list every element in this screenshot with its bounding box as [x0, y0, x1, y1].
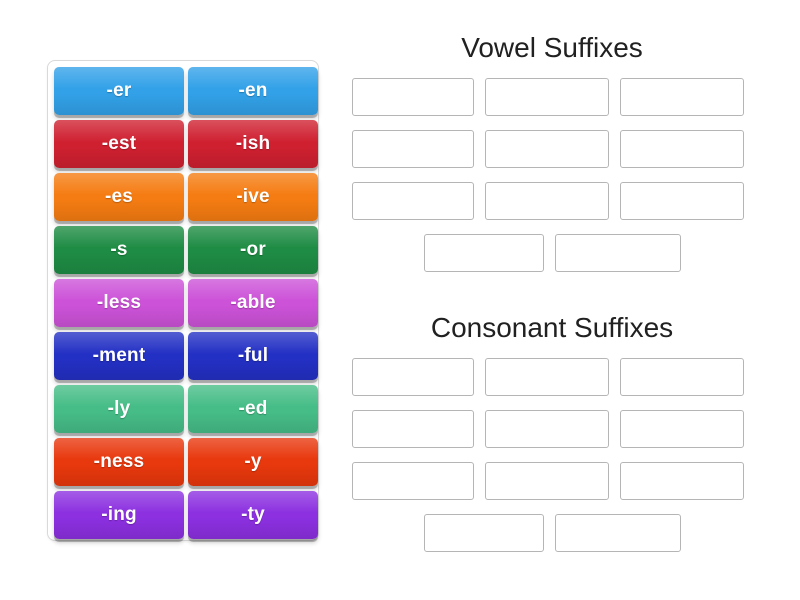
suffix-tile-ed[interactable]: -ed [188, 385, 318, 433]
suffix-tile-grid: -er -en -est -ish -es -ive -s -or -less -able -men… [54, 67, 318, 539]
drop-slot-vowel-1-2[interactable] [485, 78, 609, 117]
drop-slot-consonant-3-3[interactable] [620, 462, 744, 501]
drop-slot-vowel-4-2[interactable] [554, 234, 681, 273]
suffix-tile-en[interactable]: -en [188, 67, 318, 115]
drop-slot-consonant-1-1[interactable] [352, 358, 474, 397]
suffix-tile-label: -ing [101, 504, 137, 525]
drop-slot-vowel-2-1[interactable] [352, 130, 474, 169]
suffix-tile-ful[interactable]: -ful [188, 332, 318, 380]
drop-slot-vowel-4-1[interactable] [423, 234, 544, 273]
suffix-tile-label: -ly [107, 398, 131, 419]
drop-slot-consonant-3-1[interactable] [352, 462, 474, 501]
drop-slot-consonant-2-1[interactable] [352, 410, 474, 449]
drop-slot-vowel-2-3[interactable] [620, 130, 744, 169]
category-consonant-suffixes-slots [352, 358, 752, 553]
suffix-tile-label: -er [106, 80, 132, 101]
drop-slot-consonant-1-3[interactable] [620, 358, 744, 397]
drop-slot-row [352, 182, 752, 221]
drop-slot-vowel-2-2[interactable] [485, 130, 609, 169]
suffix-tile-es[interactable]: -es [54, 173, 184, 221]
drop-slot-row [352, 462, 752, 501]
suffix-tile-ive[interactable]: -ive [188, 173, 318, 221]
suffix-tile-s[interactable]: -s [54, 226, 184, 274]
suffix-tile-label: -less [96, 292, 142, 313]
drop-slot-vowel-1-3[interactable] [620, 78, 744, 117]
category-consonant-suffixes-title: Consonant Suffixes [430, 312, 674, 343]
suffix-tile-er[interactable]: -er [54, 67, 184, 115]
suffix-tile-or[interactable]: -or [188, 226, 318, 274]
drop-slot-vowel-3-2[interactable] [485, 182, 609, 221]
drop-slot-vowel-3-3[interactable] [620, 182, 744, 221]
suffix-tile-label: -est [101, 133, 137, 154]
drop-slot-row [352, 130, 752, 169]
suffix-tile-label: -ed [238, 398, 268, 419]
suffix-tile-label: -es [104, 186, 134, 207]
suffix-tile-y[interactable]: -y [188, 438, 318, 486]
suffix-tile-ment[interactable]: -ment [54, 332, 184, 380]
category-vowel-suffixes-slots [352, 78, 752, 273]
suffix-tile-label: -ful [237, 345, 269, 366]
drop-slot-consonant-2-2[interactable] [485, 410, 609, 449]
suffix-tile-label: -en [238, 80, 268, 101]
drop-slot-row [352, 234, 752, 273]
drop-slot-consonant-1-2[interactable] [485, 358, 609, 397]
category-consonant-suffixes: Consonant Suffixes [352, 312, 752, 566]
suffix-tile-ing[interactable]: -ing [54, 491, 184, 539]
suffix-tile-label: -ty [241, 504, 265, 525]
suffix-tile-ish[interactable]: -ish [188, 120, 318, 168]
drop-slot-consonant-4-1[interactable] [423, 514, 544, 553]
suffix-tile-label: -s [110, 239, 128, 260]
category-vowel-suffixes: Vowel Suffixes [352, 32, 752, 286]
suffix-tile-ness[interactable]: -ness [54, 438, 184, 486]
suffix-tile-label: -or [240, 239, 266, 260]
drop-slot-row [352, 514, 752, 553]
drop-slot-row [352, 78, 752, 117]
suffix-tile-less[interactable]: -less [54, 279, 184, 327]
drop-slot-consonant-3-2[interactable] [485, 462, 609, 501]
drop-slot-consonant-2-3[interactable] [620, 410, 744, 449]
suffix-tile-est[interactable]: -est [54, 120, 184, 168]
drop-slot-row [352, 358, 752, 397]
suffix-tile-label: -ish [235, 133, 271, 154]
suffix-tile-tray[interactable]: -er -en -est -ish -es -ive -s -or -less -able -men… [47, 60, 319, 541]
suffix-tile-ty[interactable]: -ty [188, 491, 318, 539]
drop-slot-consonant-4-2[interactable] [554, 514, 681, 553]
drop-slot-row [352, 410, 752, 449]
drop-slot-vowel-3-1[interactable] [352, 182, 474, 221]
suffix-tile-label: -ive [236, 186, 270, 207]
category-vowel-suffixes-title: Vowel Suffixes [461, 32, 643, 63]
suffix-tile-ly[interactable]: -ly [54, 385, 184, 433]
suffix-tile-label: -y [244, 451, 262, 472]
suffix-tile-able[interactable]: -able [188, 279, 318, 327]
suffix-tile-label: -able [230, 292, 276, 313]
suffix-tile-label: -ment [92, 345, 146, 366]
drop-slot-vowel-1-1[interactable] [352, 78, 474, 117]
suffix-tile-label: -ness [93, 451, 145, 472]
